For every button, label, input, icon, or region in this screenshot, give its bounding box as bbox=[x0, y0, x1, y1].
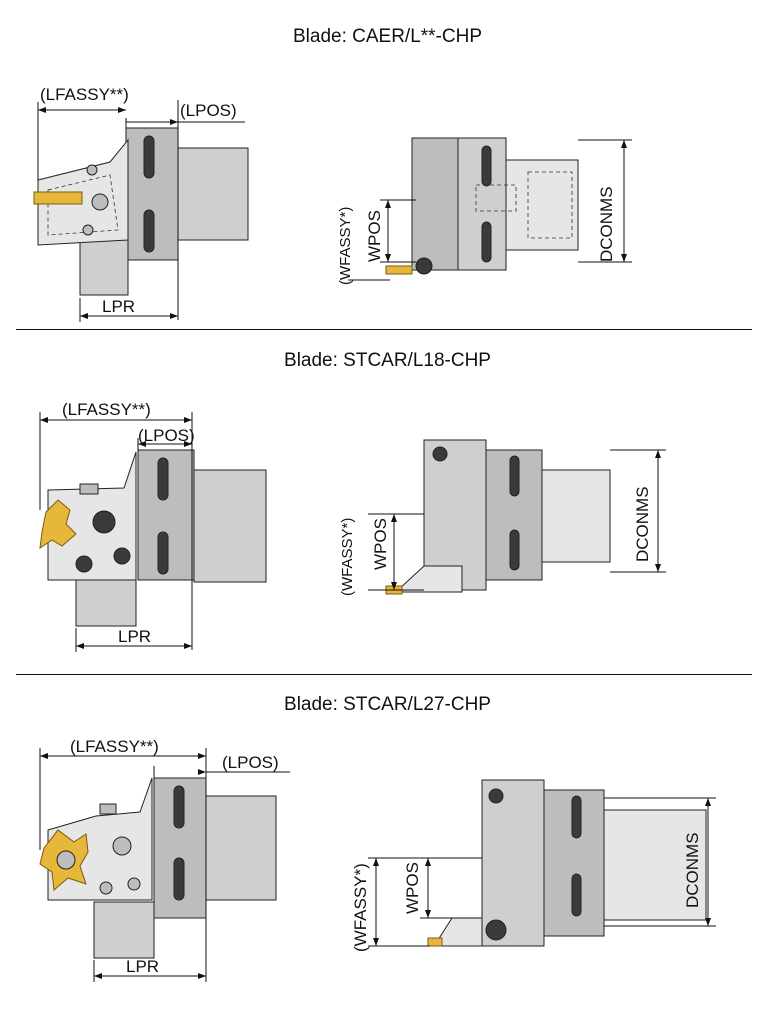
body-slot bbox=[481, 221, 492, 263]
label-dconms: DCONMS bbox=[683, 832, 702, 908]
flange-slot bbox=[157, 457, 169, 501]
flange-slot bbox=[173, 857, 185, 901]
flange-front bbox=[423, 439, 487, 591]
flange-front bbox=[481, 779, 545, 947]
side-view-stcar18 bbox=[39, 449, 267, 627]
screw-icon bbox=[91, 193, 109, 211]
dims-front-stcar27 bbox=[368, 797, 716, 947]
body-slot bbox=[571, 873, 582, 917]
label-lfassy: (LFASSY**) bbox=[62, 400, 151, 419]
shank-front bbox=[541, 469, 611, 563]
holder-block bbox=[75, 579, 137, 627]
clamp-block bbox=[37, 138, 129, 246]
drawing-caer: (LFASSY**) (LPOS) LPR bbox=[33, 85, 632, 322]
label-wpos: WPOS bbox=[365, 210, 384, 262]
label-lpos: (LPOS) bbox=[138, 426, 195, 445]
screw-icon bbox=[485, 919, 507, 941]
section-title-stcar18: Blade: STCAR/L18-CHP bbox=[284, 350, 491, 371]
flange-slot bbox=[143, 209, 155, 253]
dims-front-stcar18 bbox=[368, 449, 666, 591]
screw-icon bbox=[99, 881, 113, 895]
label-lpr: LPR bbox=[102, 297, 135, 316]
label-lfassy: (LFASSY**) bbox=[40, 85, 129, 104]
body-slot bbox=[509, 455, 520, 497]
label-lpr: LPR bbox=[118, 627, 151, 646]
insert-screw-icon bbox=[56, 850, 76, 870]
body-slot bbox=[509, 529, 520, 571]
section-title-stcar27: Blade: STCAR/L27-CHP bbox=[284, 694, 491, 715]
clamp-screw bbox=[79, 483, 99, 495]
hidden-outline bbox=[47, 174, 119, 236]
shank bbox=[177, 147, 249, 241]
divider bbox=[16, 329, 752, 330]
label-wpos: WPOS bbox=[403, 862, 422, 914]
label-dconms: DCONMS bbox=[633, 486, 652, 562]
screw-icon bbox=[488, 788, 504, 804]
clamp-block bbox=[47, 451, 137, 581]
screw-icon bbox=[415, 257, 433, 275]
label-lpos: (LPOS) bbox=[180, 101, 237, 120]
clamp-screw bbox=[99, 803, 117, 815]
insert bbox=[427, 937, 443, 947]
flange-front bbox=[411, 137, 459, 271]
screw-icon bbox=[112, 836, 132, 856]
label-dconms: DCONMS bbox=[597, 186, 616, 262]
label-wfassy: (WFASSY*) bbox=[337, 207, 354, 285]
front-view-caer bbox=[385, 137, 579, 275]
screw-icon bbox=[432, 446, 448, 462]
dims-front-caer bbox=[348, 139, 632, 281]
holder-block bbox=[93, 901, 155, 959]
label-wpos: WPOS bbox=[371, 518, 390, 570]
screw-icon bbox=[75, 555, 93, 573]
label-wfassy: (WFASSY*) bbox=[351, 863, 370, 952]
label-wfassy: (WFASSY*) bbox=[339, 518, 356, 596]
blade-front bbox=[437, 917, 483, 947]
flange-slot bbox=[157, 531, 169, 575]
flange-slot bbox=[143, 135, 155, 179]
shank-front bbox=[603, 809, 707, 921]
side-view-caer bbox=[33, 127, 249, 296]
label-lpr: LPR bbox=[126, 957, 159, 976]
flange-slot bbox=[173, 785, 185, 829]
screw-icon bbox=[92, 510, 116, 534]
screw-icon bbox=[82, 224, 94, 236]
divider bbox=[16, 674, 752, 675]
label-lpos: (LPOS) bbox=[222, 753, 279, 772]
label-lfassy: (LFASSY**) bbox=[70, 737, 159, 756]
dims-side-caer bbox=[37, 100, 245, 322]
insert bbox=[33, 191, 83, 205]
dims-side-stcar27 bbox=[39, 748, 290, 982]
insert-star bbox=[39, 499, 77, 550]
screw-icon bbox=[113, 547, 131, 565]
screw-icon bbox=[86, 164, 98, 176]
screw-icon bbox=[127, 877, 141, 891]
dims-side-stcar18 bbox=[39, 412, 193, 652]
body-slot bbox=[481, 145, 492, 187]
body-slot bbox=[571, 795, 582, 839]
side-view-stcar27 bbox=[39, 777, 277, 959]
shank bbox=[205, 795, 277, 901]
shank-front bbox=[505, 159, 579, 251]
insert bbox=[385, 265, 413, 275]
section-title-caer: Blade: CAER/L**-CHP bbox=[292, 26, 483, 47]
front-view-stcar27 bbox=[427, 779, 707, 947]
